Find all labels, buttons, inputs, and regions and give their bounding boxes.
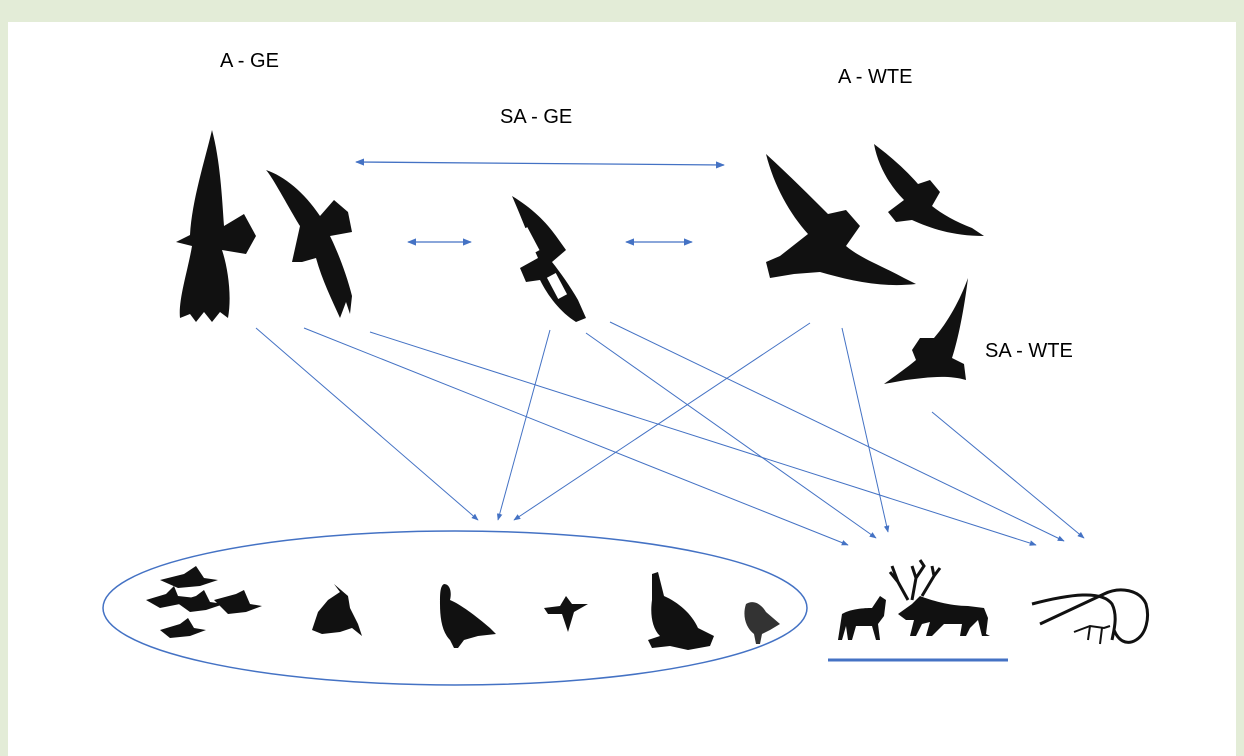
arrow-age-to-calf xyxy=(303,327,849,546)
geese-icon xyxy=(146,566,262,638)
white-tailed-eagle-icon xyxy=(766,154,916,286)
arrow-sage-to-small xyxy=(496,329,551,521)
wader-icon xyxy=(544,596,588,632)
reindeer-calf-icon xyxy=(838,596,886,640)
arrow-age-to-carcass xyxy=(369,331,1037,546)
arrow-ge-wte xyxy=(355,158,725,169)
plover-icon xyxy=(744,602,780,644)
small-prey-group xyxy=(102,530,808,686)
label-subadult-golden-eagle: SA - GE xyxy=(500,106,573,128)
black-grouse-icon xyxy=(312,584,362,636)
golden-eagle-icon xyxy=(266,170,352,318)
arrow-wte-to-small xyxy=(513,322,811,521)
reindeer-carcass-icon xyxy=(1031,588,1150,645)
label-adult-golden-eagle: A - GE xyxy=(220,50,279,72)
hare-icon xyxy=(648,572,714,650)
label-adult-white-tailed-eagle: A - WTE xyxy=(838,66,913,88)
white-tailed-eagle-icon xyxy=(874,144,984,236)
subadult-white-tailed-eagle-icon xyxy=(884,278,968,384)
arrow-wte-to-reindeer xyxy=(841,327,890,533)
arrow-sage-to-reindeer xyxy=(585,332,877,539)
arrow-sawte-to-carcass xyxy=(931,411,1085,539)
label-subadult-white-tailed-eagle: SA - WTE xyxy=(985,340,1073,362)
subadult-golden-eagle-icon xyxy=(512,196,586,322)
reindeer-adult-icon xyxy=(888,559,990,636)
arrow-sage-to-carcass xyxy=(609,321,1065,542)
arrow-age-to-small xyxy=(255,327,479,521)
golden-eagle-icon xyxy=(176,130,256,322)
ptarmigan-icon xyxy=(440,584,496,648)
